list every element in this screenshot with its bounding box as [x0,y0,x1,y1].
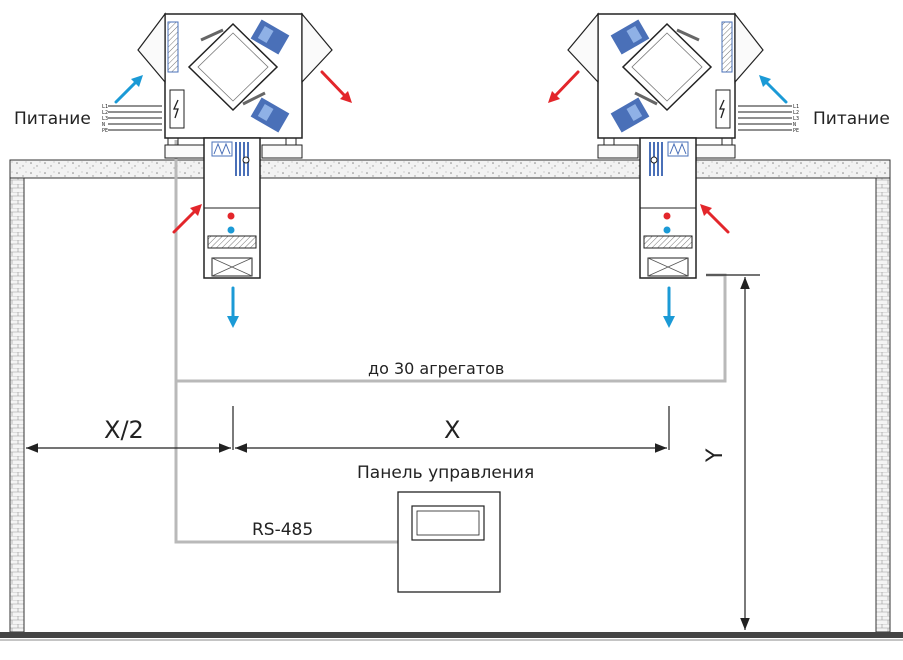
terminal-labels-left: L1 L2 L3 N PE [102,104,108,134]
power-label-left: Питание [14,109,91,129]
terminal-label: N [102,122,105,128]
ceiling-slab [9,159,891,179]
lightning-icon [172,99,179,119]
bus-label: RS-485 [252,520,313,540]
terminal-label: L3 [102,116,108,122]
terminal-label: L2 [102,110,108,116]
exhaust-air-arrow-icon [548,70,580,103]
terminal-label: L2 [793,110,799,116]
power-lines-right [738,105,792,131]
power-lines-left [108,105,162,131]
supply-air-arrow-icon [759,75,788,104]
terminal-label: N [793,122,796,128]
max-units-label: до 30 агрегатов [368,359,504,378]
supply-air-down-arrow-icon [227,286,239,328]
airflow-arrows [114,70,788,328]
terminal-label: PE [102,128,108,134]
extract-air-arrow-icon [172,204,202,234]
hvac-unit-right [567,12,764,279]
terminal-label: L1 [793,104,799,110]
power-label-right: Питание [813,109,890,129]
dim-full-label: X [444,416,460,444]
fan-icon [610,19,650,55]
panel-label: Панель управления [357,463,534,483]
supply-air-arrow-icon [114,75,143,104]
supply-air-down-arrow-icon [663,286,675,328]
lightning-icon [718,99,725,119]
fan-icon [250,19,290,55]
fan-icon [610,97,650,133]
right-wall [875,177,891,633]
terminal-label: L1 [102,104,108,110]
dimension-lines [26,274,760,630]
left-wall [9,177,25,633]
control-panel-display [411,505,485,541]
floor [0,632,903,638]
dim-height-label: Y [703,448,728,463]
exhaust-air-arrow-icon [320,70,352,103]
fan-icon [250,97,290,133]
control-panel [397,491,501,593]
terminal-label: L3 [793,116,799,122]
terminal-label: PE [793,128,799,134]
dim-half-label: X/2 [104,416,144,444]
hvac-unit-left [137,12,333,279]
extract-air-arrow-icon [700,204,730,234]
terminal-labels-right: L1 L2 L3 N PE [793,104,799,134]
